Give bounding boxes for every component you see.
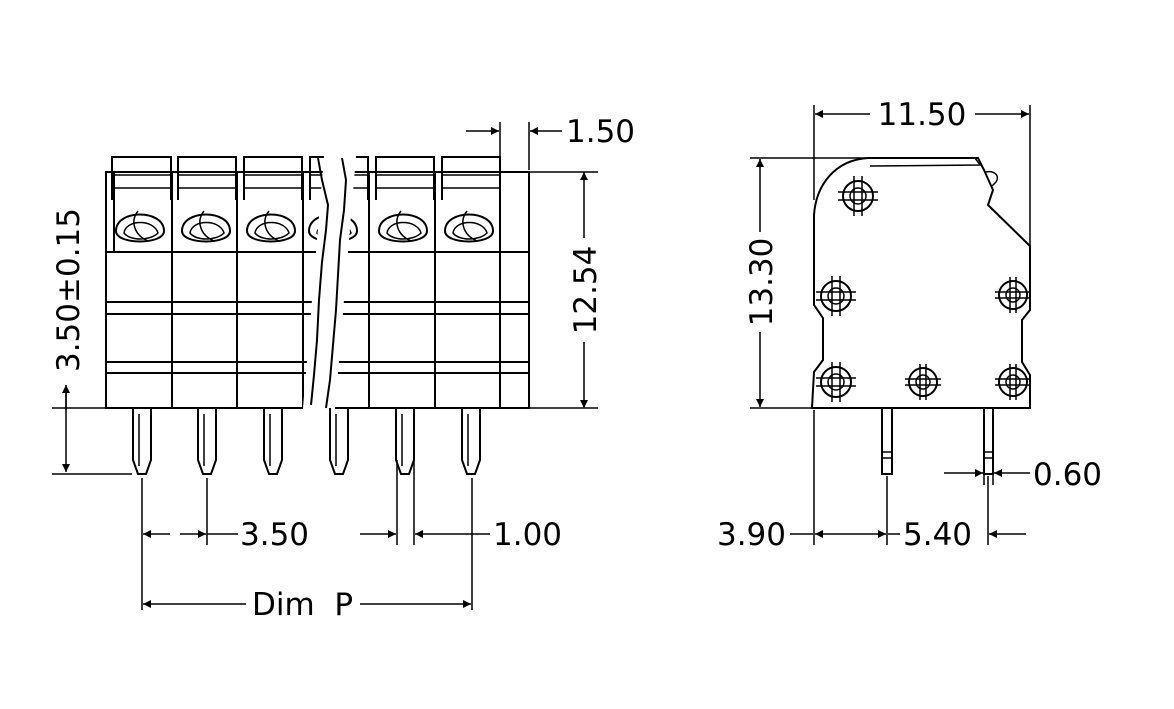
dim-pin-width: 1.00 bbox=[360, 460, 562, 553]
dim-pin-height-label: 3.50±0.15 bbox=[51, 208, 87, 372]
dim-pin-height: 3.50±0.15 bbox=[51, 208, 132, 475]
dim-height: 13.30 bbox=[744, 157, 866, 409]
dim-end-width-label: 1.50 bbox=[566, 114, 635, 150]
dim-pin-thickness: 0.60 bbox=[944, 457, 1102, 493]
side-view: 11.50 13.30 3.90 5.40 bbox=[717, 97, 1102, 553]
dim-total-label: Dim P bbox=[252, 587, 353, 623]
dim-end-width: 1.50 bbox=[466, 114, 635, 170]
side-rivets bbox=[816, 176, 1031, 402]
dim-pin-offset-label: 3.90 bbox=[717, 517, 786, 553]
dim-pitch-label: 3.50 bbox=[240, 517, 309, 553]
dim-total: Dim P bbox=[143, 478, 473, 623]
dim-depth: 11.50 bbox=[813, 97, 1031, 246]
dim-pin-spacing-label: 5.40 bbox=[903, 517, 972, 553]
front-view: 3.50±0.15 12.54 1.50 3.50 bbox=[51, 114, 635, 623]
release-button-row bbox=[111, 156, 501, 200]
dim-depth-label: 11.50 bbox=[878, 97, 967, 133]
break-symbol bbox=[302, 156, 356, 420]
dim-pitch: 3.50 bbox=[141, 478, 309, 610]
side-body-outline bbox=[810, 157, 1031, 409]
dim-body-height: 12.54 bbox=[530, 171, 604, 409]
dim-pin-thickness-label: 0.60 bbox=[1033, 457, 1102, 493]
pin-row bbox=[132, 408, 481, 475]
dim-body-height-label: 12.54 bbox=[568, 246, 604, 335]
side-pins bbox=[881, 407, 994, 475]
dim-pin-width-label: 1.00 bbox=[493, 517, 562, 553]
dim-height-label: 13.30 bbox=[744, 238, 780, 327]
wire-entry-row bbox=[114, 210, 495, 243]
dim-pin-offsets: 3.90 5.40 bbox=[717, 410, 1026, 553]
